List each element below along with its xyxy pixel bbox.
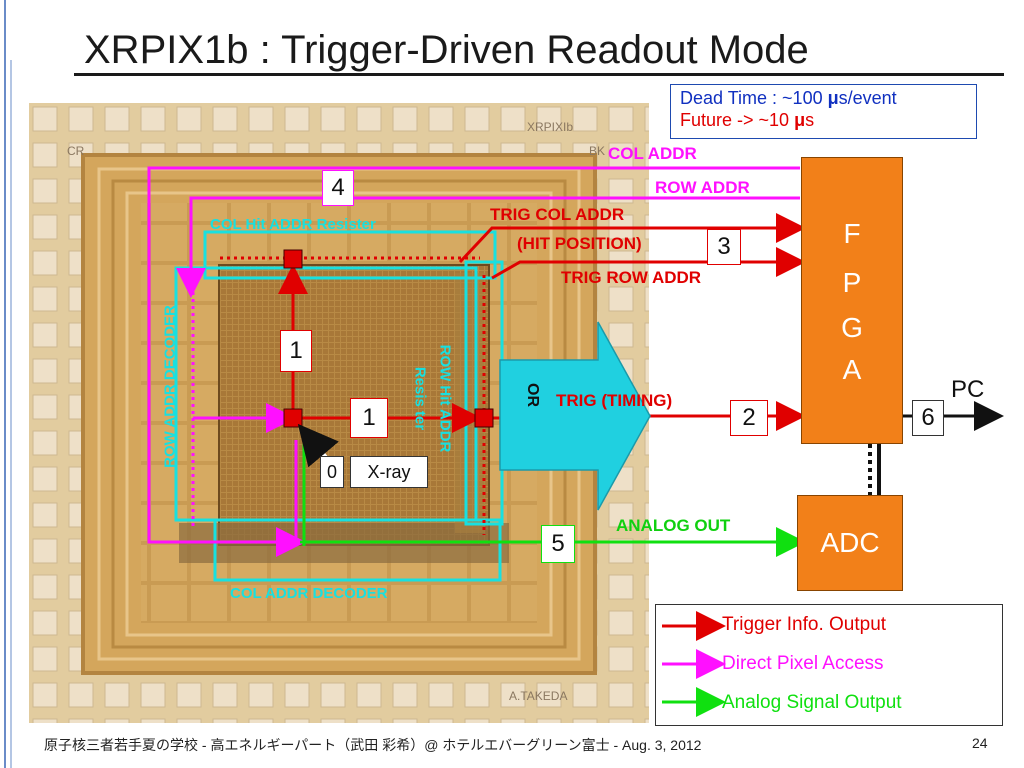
step-2-box: 2 (730, 400, 768, 436)
col-hit-addr-register-block (203, 230, 497, 280)
dead-time-line1: Dead Time : ~100 μs/event (680, 88, 897, 108)
step-0-box: 0 (320, 456, 344, 488)
legend-item-trigger: Trigger Info. Output (722, 614, 887, 635)
col-register-hit-marker (283, 249, 303, 269)
page-title: XRPIX1b : Trigger-Driven Readout Mode (84, 28, 809, 72)
analog-out-label: ANALOG OUT (616, 516, 731, 535)
fpga-letter-g: G (841, 312, 863, 343)
row-addr-decoder-label: ROW ADDR DECODER (161, 305, 179, 468)
fpga-letter-p: P (842, 267, 862, 298)
trig-col-addr-label: TRIG COL ADDR (490, 205, 625, 224)
pixel-hit-marker (283, 408, 303, 428)
row-addr-label: ROW ADDR (655, 178, 750, 197)
footer-text: 原子核三者若手夏の学校 - 高エネルギーパート（武田 彩希）@ ホテルエバーグリ… (44, 737, 702, 753)
slide-decoration (4, 0, 12, 768)
chip-label-cr: CR (67, 144, 85, 158)
col-addr-decoder-label: COL ADDR DECODER (230, 585, 388, 602)
legend-item-analog: Analog Signal Output (722, 692, 902, 713)
chip-label-xrpix: XRPIXIb (527, 120, 573, 134)
step-1-horizontal-box: 1 (350, 398, 388, 438)
legend-item-direct: Direct Pixel Access (722, 653, 884, 674)
col-hit-addr-register-label: COL Hit ADDR Resister (210, 216, 376, 233)
fpga-letter-f: F (843, 218, 861, 249)
step-6-box: 6 (912, 400, 944, 436)
row-hit-addr-register-label-2: Resis ter (411, 366, 429, 431)
fpga-letter-a: A (842, 354, 862, 385)
or-gate-label: OR (524, 383, 541, 407)
dead-time-line2: Future -> ~10 μs (680, 110, 815, 130)
step-3-box: 3 (707, 229, 741, 265)
col-addr-decoder-block (213, 518, 502, 582)
row-hit-addr-register-block (464, 260, 504, 526)
trig-row-addr-label: TRIG ROW ADDR (561, 268, 702, 287)
fpga-block: F P G A (801, 157, 903, 444)
legend-arrows (662, 611, 726, 717)
trig-timing-label: TRIG (TIMING) (556, 391, 673, 410)
or-gate-arrow (499, 321, 651, 511)
chip-label-bk: BK (589, 144, 605, 158)
xray-label: X-ray (350, 456, 428, 488)
chip-label-takeda: A.TAKEDA (509, 689, 567, 703)
col-addr-label: COL ADDR (608, 144, 697, 163)
step-1-vertical-box: 1 (280, 330, 312, 372)
dead-time-box (670, 84, 977, 139)
title-underline (74, 73, 1004, 76)
row-hit-addr-register-label-1: ROW Hit ADDR (436, 344, 454, 453)
page-number: 24 (972, 735, 988, 751)
step-5-box: 5 (541, 525, 575, 563)
hit-position-label: (HIT POSITION) (517, 234, 642, 253)
row-register-hit-marker (474, 408, 494, 428)
pc-label: PC (951, 376, 985, 403)
adc-block: ADC (797, 495, 903, 591)
step-4-box: 4 (322, 170, 354, 206)
